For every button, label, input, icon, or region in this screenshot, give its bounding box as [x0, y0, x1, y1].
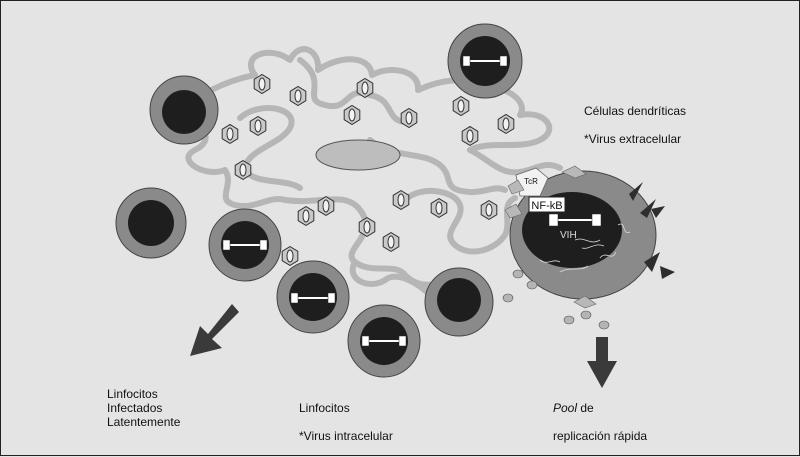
- provirus-dna-icon: [548, 213, 602, 227]
- membrane-receptors: [504, 165, 597, 309]
- virus-particle-icon: [497, 113, 515, 134]
- virus-particle-icon: [382, 232, 400, 252]
- vih-label: VIH: [560, 230, 577, 241]
- virus-particle-icon: [234, 160, 252, 180]
- tcr-label: TcR: [524, 177, 538, 186]
- pool-label: Pool de replicación rápida: [553, 387, 647, 457]
- virus-particle-icon: [452, 95, 470, 117]
- virus-particle-icon: [356, 77, 374, 99]
- pool-label-rest: de: [577, 401, 594, 415]
- virus-particle-icon: [249, 115, 267, 136]
- lymphocyte-top-left: [149, 75, 219, 145]
- lymphocyte-top-right: [447, 23, 523, 99]
- virus-particle-icon: [221, 123, 239, 144]
- virus-particle-icon: [281, 246, 299, 266]
- dendritic-label: Células dendríticas *Virus extracelular: [584, 90, 686, 160]
- dendrite-bottom-hook: [349, 259, 433, 298]
- lymphocyte-latent-2: [276, 260, 350, 334]
- lymphocyte-left: [115, 187, 187, 259]
- provirus-dna-icon: [222, 239, 268, 251]
- nfkb-label: NF-kB: [531, 200, 562, 212]
- arrow-pool: [587, 337, 617, 388]
- lymphocyte-latent-3: [347, 304, 421, 378]
- lymphocyte-bottom-right: [424, 267, 494, 337]
- dendrite-top-loop: [297, 57, 408, 125]
- virus-particle-icon: [297, 206, 315, 226]
- virus-particle-icon: [400, 107, 418, 129]
- dendrite-upper: [177, 46, 553, 153]
- dendritic-cell: [177, 46, 563, 298]
- lymphocyte-latent-1: [208, 208, 282, 282]
- dendrite-left: [177, 115, 288, 210]
- virus-particle-icon: [317, 196, 335, 216]
- virus-particle-icon: [358, 217, 376, 237]
- arrow-latent: [190, 304, 239, 356]
- virus-particle-icon: [480, 200, 498, 220]
- released-particles: [502, 269, 610, 330]
- dendrite-mid: [367, 137, 508, 196]
- provirus-dna-icon: [361, 335, 407, 347]
- activated-lymphocyte: NF-kB VIH TcR: [504, 165, 657, 309]
- nfkb-box: [528, 196, 566, 213]
- dendritic-label-line1: Células dendríticas: [584, 104, 687, 118]
- cytoplasm-filaments: [539, 223, 631, 273]
- dendrite-inner-loop: [237, 104, 303, 191]
- dendrite-right: [467, 147, 563, 176]
- tcr-receptor: TcR: [515, 167, 549, 197]
- dendritic-label-line2: *Virus extracelular: [584, 132, 682, 146]
- pool-word: Pool: [553, 401, 578, 415]
- intracellular-label: Linfocitos *Virus intracelular: [299, 387, 393, 457]
- pool-label-line2: replicación rápida: [553, 429, 648, 443]
- virus-particle-icon: [392, 190, 410, 210]
- infected-latent-label: Linfocitos Infectados Latentemente: [107, 387, 181, 429]
- virus-particle-icon: [461, 125, 479, 146]
- virus-particles: [221, 73, 515, 266]
- activation-signals: [629, 182, 675, 279]
- provirus-dna-icon: [290, 292, 336, 304]
- intracellular-label-line2: *Virus intracelular: [299, 429, 393, 443]
- intracellular-label-line1: Linfocitos: [299, 401, 350, 415]
- dendrite-right-lower: [402, 187, 518, 255]
- virus-particle-icon: [430, 198, 448, 218]
- dendritic-nucleus: [315, 139, 401, 171]
- virus-particle-icon: [343, 104, 361, 126]
- provirus-dna-icon: [462, 55, 508, 67]
- virus-particle-icon: [253, 73, 271, 95]
- virus-particle-icon: [289, 85, 307, 107]
